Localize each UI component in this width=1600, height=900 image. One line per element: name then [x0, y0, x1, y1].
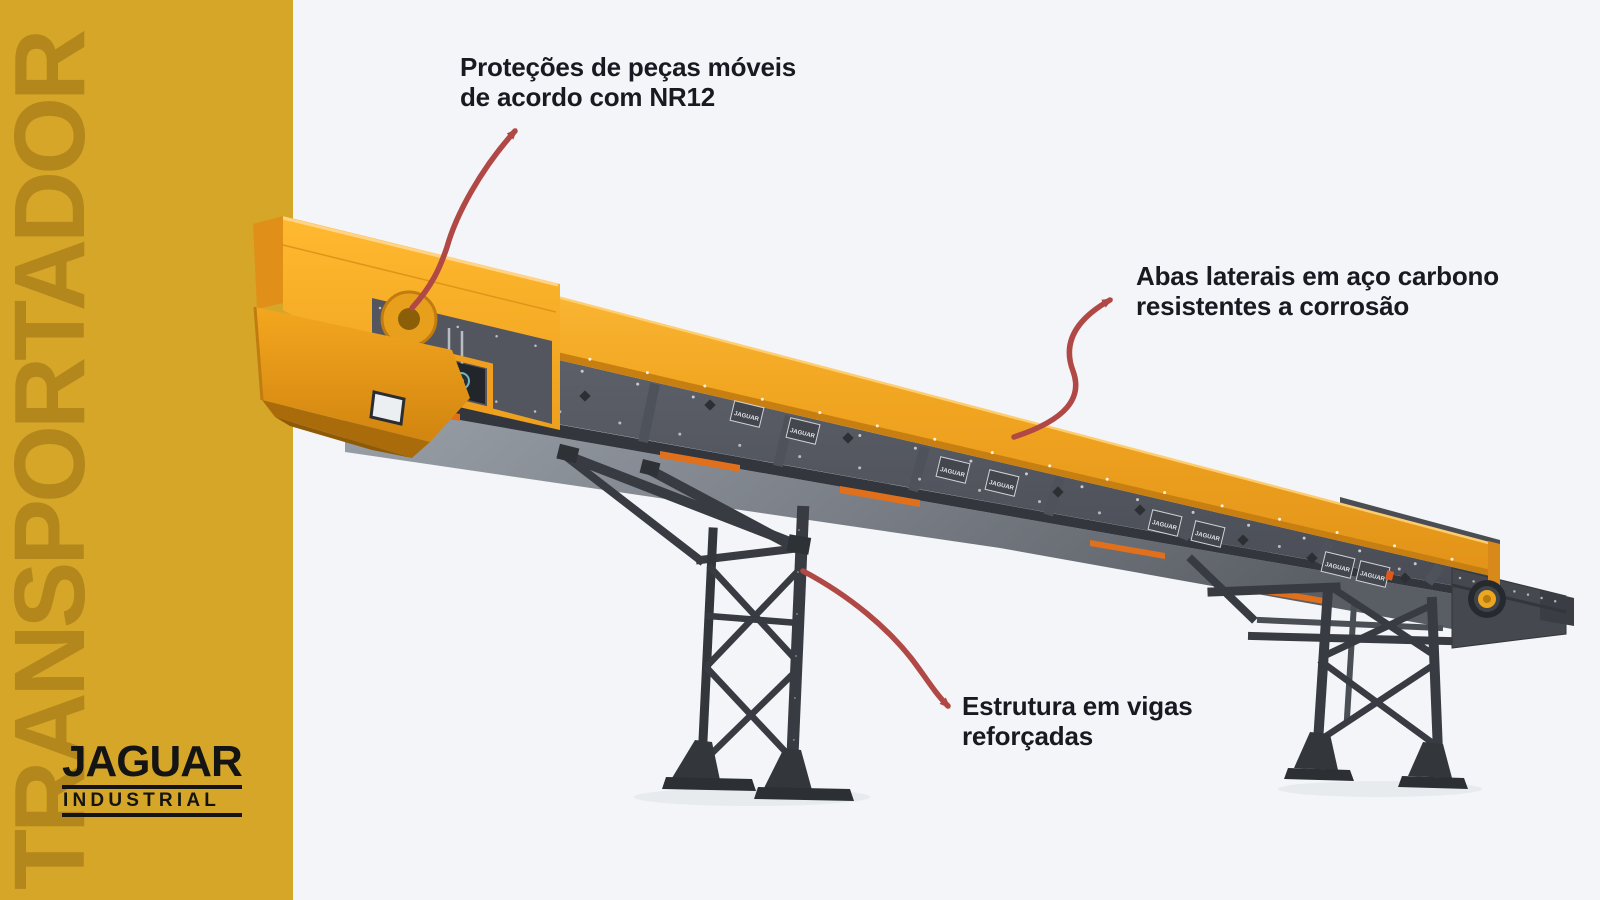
decal-text: JAGUAR: [789, 428, 816, 440]
brand-decals: JAGUAR JAGUAR JAGUAR JAGUAR JAGUAR: [729, 400, 1395, 588]
discharge-hopper: [253, 306, 470, 458]
annotation-line: Proteções de peças móveis: [460, 52, 797, 82]
annotation-line: resistentes a corrosão: [1136, 291, 1410, 322]
trestle-feet: [662, 740, 854, 801]
tail-pulley-assembly: [1451, 541, 1574, 649]
decal-text: JAGUAR: [1194, 531, 1221, 543]
decal-text: JAGUAR: [1151, 520, 1178, 532]
side-band: TRANSPORTADOR: [0, 0, 293, 900]
arrow-to-estrutura-note: [800, 568, 951, 709]
support-trestle-tail: [1186, 554, 1468, 789]
arrow-to-abas-note: [1011, 297, 1114, 440]
annotation-line: reforçadas: [962, 721, 1093, 752]
decal-text: JAGUAR: [988, 480, 1015, 492]
discharge-window: [369, 390, 406, 426]
annotation-line: Estrutura em vigas: [962, 691, 1193, 721]
annotation-abas: Abas laterais em aço carbono resistentes…: [1136, 261, 1499, 322]
annotation-estrutura: Estrutura em vigas reforçadas: [962, 691, 1193, 752]
callout-arrows: [409, 128, 1114, 709]
head-end-cap: [253, 216, 283, 309]
diamond-cutouts: [579, 390, 1411, 584]
decal-text: JAGUAR: [1324, 562, 1351, 574]
logo-secondary-text: INDUSTRIAL: [62, 789, 242, 818]
decal-text: JAGUAR: [1359, 571, 1386, 583]
annotation-line: Abas laterais em aço carbono: [1136, 261, 1499, 291]
orange-indicator: [1385, 570, 1395, 581]
logo-primary-text: JAGUAR: [62, 739, 243, 790]
annotation-nr12: Proteções de peças móveis de acordo com …: [460, 52, 796, 113]
decal-text: JAGUAR: [733, 411, 760, 423]
brand-logo: JAGUAR INDUSTRIAL: [62, 739, 243, 818]
head-assembly: [253, 216, 560, 458]
annotation-line: de acordo com NR12: [460, 82, 716, 113]
support-trestle-main: [556, 443, 854, 801]
decal-text: JAGUAR: [939, 467, 966, 479]
arrow-to-nr12-note: [409, 128, 518, 311]
trestle-feet: [1284, 732, 1468, 789]
